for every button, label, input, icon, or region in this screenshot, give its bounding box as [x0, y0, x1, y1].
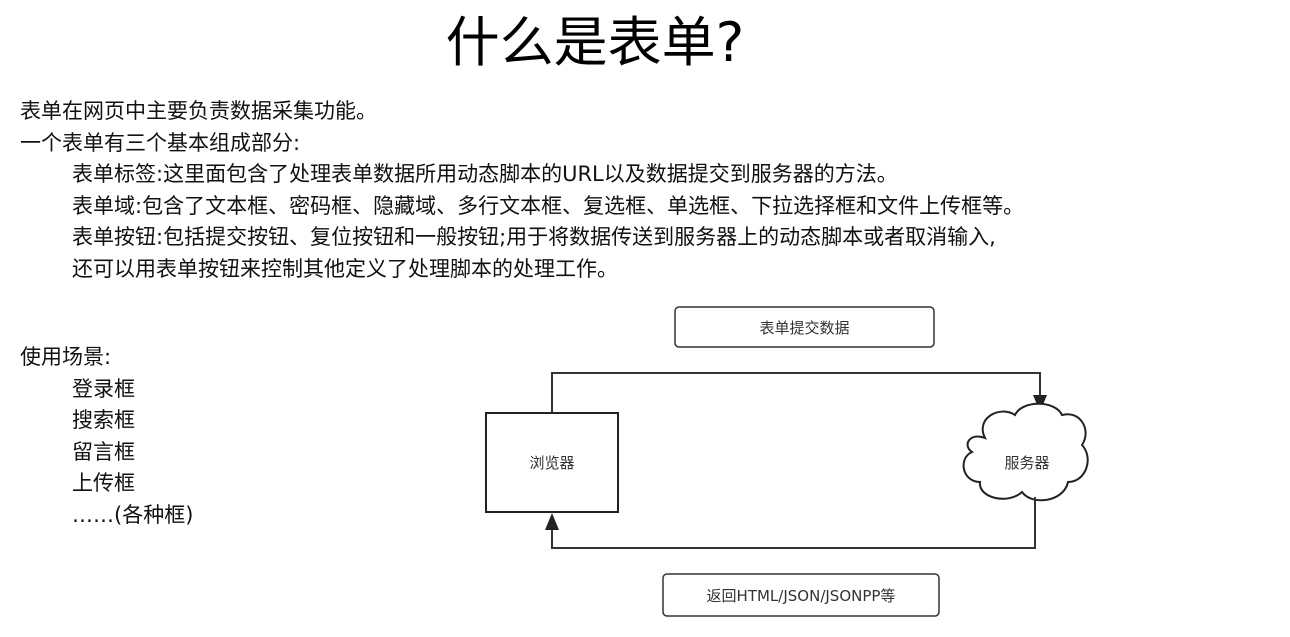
response-arrowhead — [545, 513, 559, 530]
usage-item: 登录框 — [72, 376, 135, 401]
return-data-label: 返回HTML/JSON/JSONPP等 — [707, 587, 896, 605]
server-node: 服务器 — [962, 402, 1089, 502]
part-form-tag: 表单标签:这里面包含了处理表单数据所用动态脚本的URL以及数据提交到服务器的方法… — [72, 162, 898, 186]
submit-data-label-box: 表单提交数据 — [674, 306, 935, 348]
request-arrow — [551, 372, 1041, 413]
usage-item: ……(各种框) — [72, 502, 194, 527]
response-arrow — [551, 497, 1036, 549]
cloud-icon — [962, 402, 1089, 502]
usage-heading: 使用场景: — [20, 345, 112, 369]
page-title: 什么是表单? — [445, 11, 745, 74]
return-data-label-box: 返回HTML/JSON/JSONPP等 — [662, 573, 940, 617]
part-form-fields: 表单域:包含了文本框、密码框、隐藏域、多行文本框、复选框、单选框、下拉选择框和文… — [72, 193, 1025, 218]
browser-node: 浏览器 — [485, 412, 619, 513]
intro-text: 表单在网页中主要负责数据采集功能。 一个表单有三个基本组成部分: 表单标签:这里… — [20, 96, 1024, 285]
usage-item: 上传框 — [72, 471, 135, 495]
part-form-buttons-cont: 还可以用表单按钮来控制其他定义了处理脚本的处理工作。 — [72, 256, 618, 281]
intro-line-1: 表单在网页中主要负责数据采集功能。 — [20, 99, 377, 123]
usage-scenes: 使用场景: 登录框 搜索框 留言框 上传框 ……(各种框) — [20, 342, 193, 531]
usage-item: 搜索框 — [72, 408, 135, 432]
server-label: 服务器 — [1004, 454, 1049, 472]
submit-data-label: 表单提交数据 — [759, 319, 849, 337]
usage-item: 留言框 — [72, 439, 135, 464]
intro-line-2: 一个表单有三个基本组成部分: — [20, 130, 301, 155]
part-form-buttons: 表单按钮:包括提交按钮、复位按钮和一般按钮;用于将数据传送到服务器上的动态脚本或… — [72, 225, 996, 249]
browser-label: 浏览器 — [529, 454, 574, 472]
